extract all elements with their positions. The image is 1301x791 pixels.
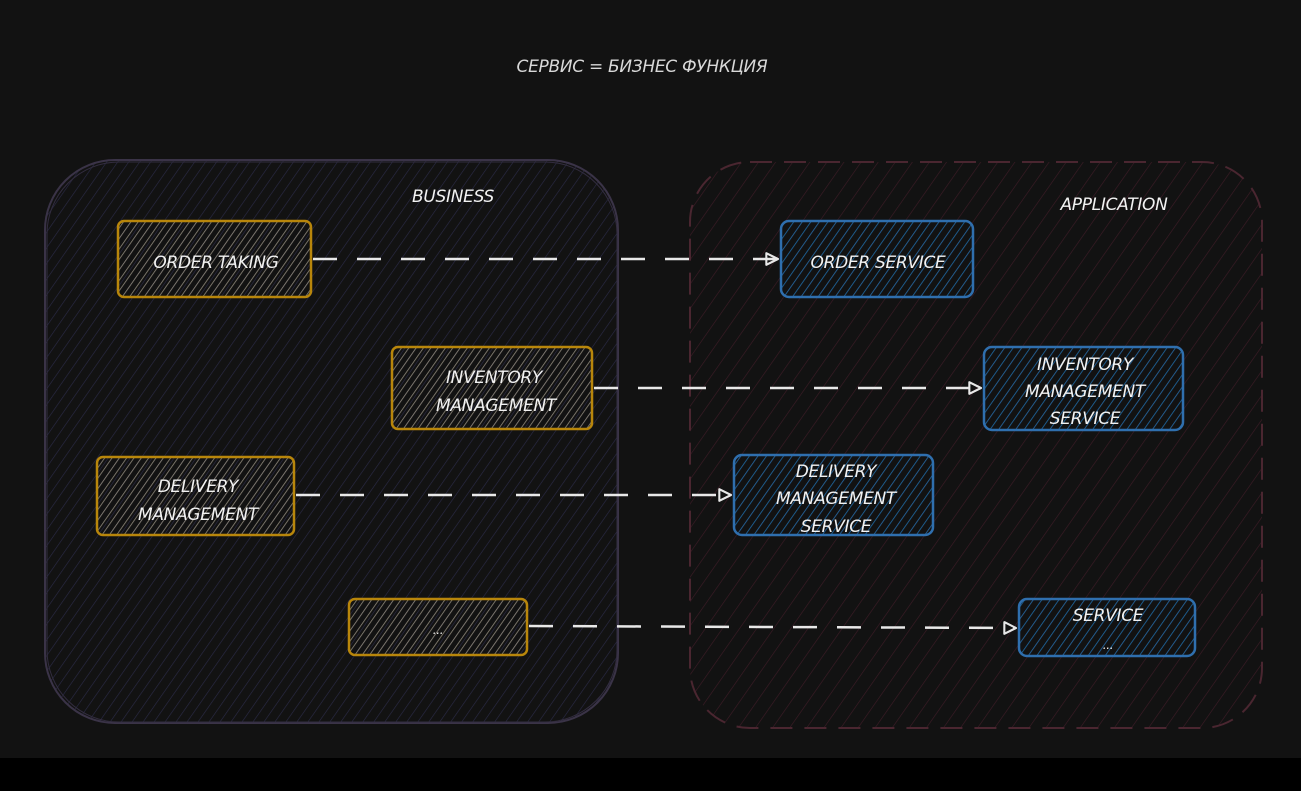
node-box (1017, 597, 1197, 658)
node-label-line-1: DELIVERY (796, 462, 878, 482)
business-node-inventory-management[interactable]: INVENTORY MANAGEMENT (390, 345, 594, 431)
node-box (95, 455, 296, 537)
edge-more-to-service-more[interactable] (528, 621, 1018, 635)
application-group-frame (689, 161, 1263, 729)
business-group-label: BUSINESS (412, 187, 494, 207)
business-node-delivery-management[interactable]: DELIVERY MANAGEMENT (95, 455, 296, 537)
node-box (390, 345, 594, 431)
node-label-line-2: MANAGEMENT (436, 396, 558, 416)
bottom-bar (0, 758, 1301, 791)
node-label-line-1: SERVICE (1073, 606, 1144, 626)
business-node-more[interactable]: ... (347, 597, 529, 657)
node-label-line-2: MANAGEMENT (1025, 382, 1147, 402)
application-node-inventory-management-service[interactable]: INVENTORY MANAGEMENT SERVICE (982, 345, 1185, 432)
application-group-label: APPLICATION (1059, 195, 1168, 215)
node-label-line-1: DELIVERY (158, 477, 240, 497)
node-label: ORDER SERVICE (811, 253, 946, 273)
node-label: ... (433, 623, 444, 637)
node-label: ORDER TAKING (153, 253, 278, 273)
node-label-line-1: INVENTORY (446, 368, 544, 388)
node-label-line-2: ... (1103, 638, 1114, 652)
application-group[interactable]: APPLICATION (689, 161, 1263, 729)
node-label-line-3: SERVICE (801, 517, 872, 537)
application-node-order-service[interactable]: ORDER SERVICE (779, 219, 975, 299)
node-box (982, 345, 1185, 432)
node-box (116, 219, 313, 299)
application-node-service-more[interactable]: SERVICE ... (1017, 597, 1197, 658)
node-label-line-2: MANAGEMENT (776, 489, 898, 509)
diagram-title: СЕРВИС = БИЗНЕС ФУНКЦИЯ (517, 57, 768, 77)
application-node-delivery-management-service[interactable]: DELIVERY MANAGEMENT SERVICE (732, 453, 935, 537)
business-group-frame-sketch (46, 161, 618, 723)
node-label-line-2: MANAGEMENT (138, 505, 260, 525)
business-node-order-taking[interactable]: ORDER TAKING (116, 219, 313, 299)
node-box (732, 453, 935, 537)
node-label-line-3: SERVICE (1050, 409, 1121, 429)
node-box (347, 597, 529, 657)
business-group-frame (44, 159, 619, 724)
node-box (779, 219, 975, 299)
business-group[interactable]: BUSINESS (44, 159, 619, 724)
node-label-line-1: INVENTORY (1037, 355, 1135, 375)
